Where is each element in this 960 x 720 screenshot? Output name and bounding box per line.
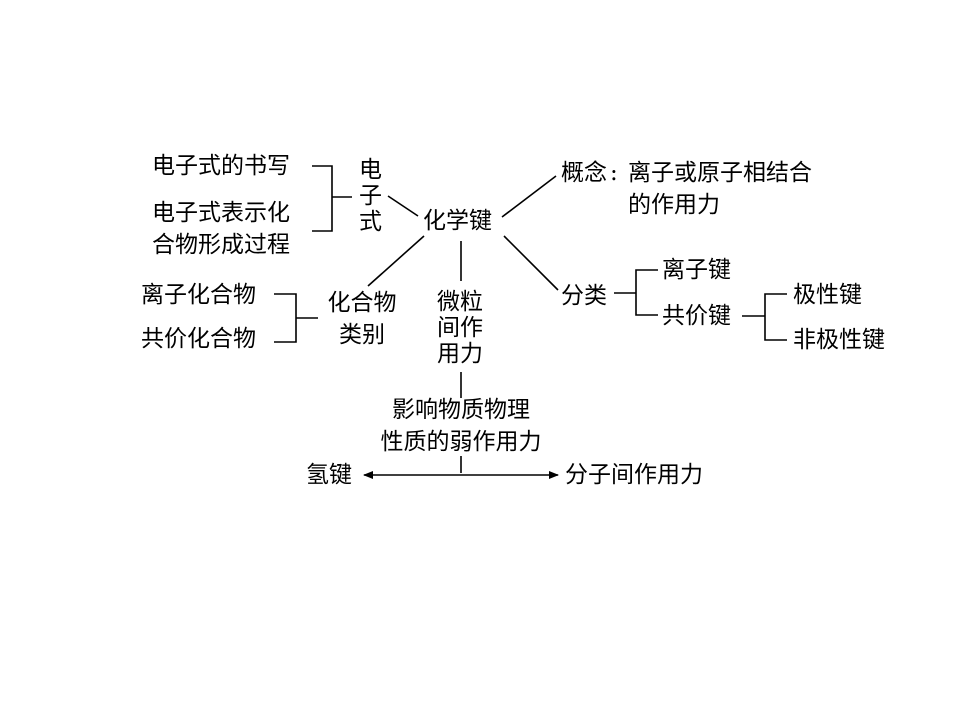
compound-category-label: 化合物 类别	[327, 290, 397, 348]
classification-label: 分类	[561, 283, 607, 309]
electron-formula-connector	[387, 195, 419, 217]
ionic-bond: 离子键	[662, 257, 731, 283]
electron-formula-bracket	[312, 165, 352, 232]
covalent-bond-bracket	[742, 293, 787, 341]
classification-connector	[503, 235, 559, 291]
covalent-bond: 共价键	[662, 303, 731, 329]
classification-bracket	[614, 269, 658, 316]
nonpolar-bond: 非极性键	[793, 327, 885, 353]
electron-formula-label: 电 子 式	[359, 157, 382, 235]
concept-connector	[501, 175, 557, 218]
compound-category-connector	[367, 235, 425, 287]
ionic-compound: 离子化合物	[141, 282, 256, 308]
electron-formula-formation: 电子式表示化 合物形成过程	[152, 200, 290, 258]
intermolecular-label: 微粒 间作 用力	[437, 289, 483, 367]
covalent-compound: 共价化合物	[141, 326, 256, 352]
compound-category-bracket	[274, 293, 318, 343]
chemical-bond-center: 化学键	[423, 208, 492, 234]
effect-text: 影响物质物理 性质的弱作用力	[380, 397, 542, 455]
concept-label: 概念	[561, 160, 607, 186]
intermolecular-force: 分子间作用力	[565, 462, 703, 488]
hydrogen-bond: 氢键	[306, 462, 352, 488]
polar-bond: 极性键	[793, 282, 862, 308]
concept-text: 离子或原子相结合 的作用力	[628, 160, 812, 218]
concept-separator: :	[610, 160, 618, 186]
electron-formula-writing: 电子式的书写	[152, 153, 290, 179]
